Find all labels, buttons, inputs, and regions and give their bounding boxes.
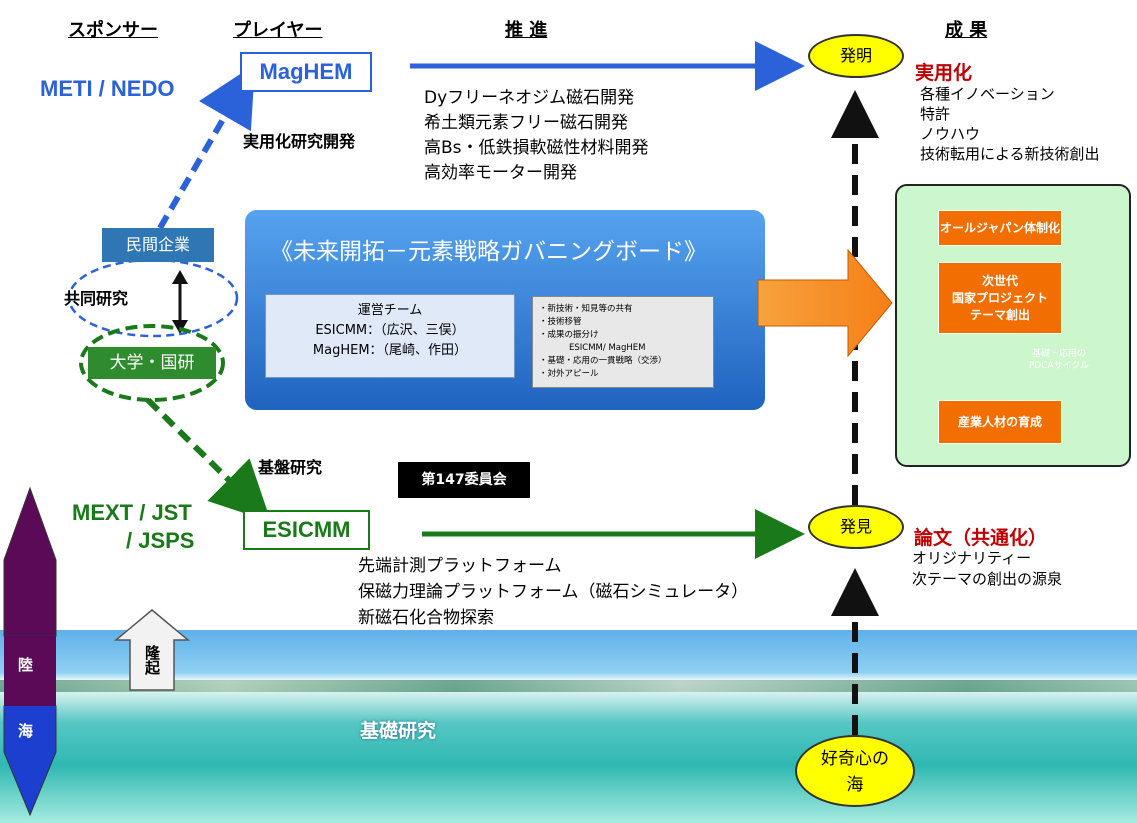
private-company-box: 民間企業 xyxy=(102,228,214,262)
board-title: 《未来開拓－元素戦略ガバニングボード》 xyxy=(270,239,707,265)
board-team-box: 運営チーム ESICMM：（広沢、三俣） MagHEM：（尾崎、作田） xyxy=(265,294,515,378)
player-maghem: MagHEM xyxy=(240,52,372,92)
board-roles-box: ・新技術・知見等の共有 ・技術移管 ・成果の振分け ESICMM/ MagHEM… xyxy=(532,296,714,388)
maghem-item: 希土類元素フリー磁石開発 xyxy=(424,113,628,133)
practical-item: 技術転用による新技術創出 xyxy=(920,145,1100,163)
practical-title: 実用化 xyxy=(915,62,973,84)
sea-background xyxy=(0,630,1137,823)
label-practical-rd: 実用化研究開発 xyxy=(243,132,356,151)
basic-research-label: 基礎研究 xyxy=(360,720,437,742)
invention-ellipse: 発明 xyxy=(808,34,904,78)
pdca-line: 基礎・応用の xyxy=(1031,349,1086,359)
next-project-line: テーマ創出 xyxy=(969,307,1030,322)
maghem-item: Dyフリーネオジム磁石開発 xyxy=(424,88,635,108)
role-line: ・技術移管 xyxy=(539,317,582,327)
next-project-line: 国家プロジェクト xyxy=(951,290,1048,305)
curiosity-line: 好奇心の xyxy=(821,749,889,769)
sponsor-meti-nedo: METI / NEDO xyxy=(40,76,175,101)
label-fundamental-research: 基盤研究 xyxy=(258,458,323,477)
pdca-bubble: 基礎・応用の PDCAサイクル xyxy=(1010,348,1108,372)
player-esicmm: ESICMM xyxy=(243,510,370,550)
maghem-item: 高Bs・低鉄損軟磁性材料開発 xyxy=(424,138,649,158)
practical-item: 各種イノベーション xyxy=(920,85,1055,103)
esicmm-item: 先端計測プラットフォーム xyxy=(358,556,562,576)
sponsor-mext-jst: MEXT / JST xyxy=(72,500,192,525)
talent-box: 産業人材の育成 xyxy=(938,400,1062,444)
header-sponsor: スポンサー xyxy=(68,20,158,41)
paper-title: 論文（共通化） xyxy=(914,527,1048,549)
land-label: 陸 xyxy=(18,656,34,674)
sea-label: 海 xyxy=(18,722,34,740)
discovery-ellipse: 発見 xyxy=(808,505,904,549)
next-project-box: 次世代 国家プロジェクト テーマ創出 xyxy=(938,262,1062,334)
esicmm-items: 先端計測プラットフォーム 保磁力理論プラットフォーム（磁石シミュレータ） 新磁石… xyxy=(358,553,748,631)
role-line: ESICMM/ MagHEM xyxy=(569,343,646,353)
sponsor-jsps: / JSPS xyxy=(126,528,195,553)
label-joint-research: 共同研究 xyxy=(64,289,129,308)
committee-box: 第147委員会 xyxy=(398,462,530,498)
practical-items: 各種イノベーション 特許 ノウハウ 技術転用による新技術創出 xyxy=(920,84,1100,164)
university-box: 大学・国研 xyxy=(88,347,216,379)
practical-item: 特許 xyxy=(920,105,951,123)
role-line: ・新技術・知見等の共有 xyxy=(539,304,633,314)
maghem-item: 高効率モーター開発 xyxy=(424,163,577,183)
role-line: ・基礎・応用の一貫戦略（交渉） xyxy=(539,356,667,366)
role-line: ・対外アピール xyxy=(539,369,599,379)
esicmm-item: 新磁石化合物探索 xyxy=(358,608,494,628)
paper-item: 次テーマの創出の源泉 xyxy=(912,570,1063,588)
pdca-line: PDCAサイクル xyxy=(1028,361,1090,371)
role-line: ・成果の振分け xyxy=(539,330,599,340)
practical-item: ノウハウ xyxy=(920,125,981,143)
header-player: プレイヤー xyxy=(233,20,323,41)
curiosity-line: 海 xyxy=(846,775,864,795)
team-title: 運営チーム xyxy=(357,303,423,318)
all-japan-box: オールジャパン体制化 xyxy=(938,210,1062,246)
curiosity-sea-ellipse: 好奇心の 海 xyxy=(795,735,915,807)
paper-items: オリジナリティー 次テーマの創出の源泉 xyxy=(912,548,1062,590)
header-results: 成 果 xyxy=(945,20,988,41)
maghem-items: Dyフリーネオジム磁石開発 希土類元素フリー磁石開発 高Bs・低鉄損軟磁性材料開… xyxy=(424,86,649,186)
next-project-line: 次世代 xyxy=(981,273,1018,288)
team-line: ESICMM：（広沢、三俣） xyxy=(315,323,465,338)
rise-label: 隆起 xyxy=(143,645,161,675)
esicmm-item: 保磁力理論プラットフォーム（磁石シミュレータ） xyxy=(358,582,749,602)
team-line: MagHEM：（尾崎、作田） xyxy=(312,343,468,358)
paper-item: オリジナリティー xyxy=(912,549,1032,567)
header-promotion: 推 進 xyxy=(505,20,548,41)
